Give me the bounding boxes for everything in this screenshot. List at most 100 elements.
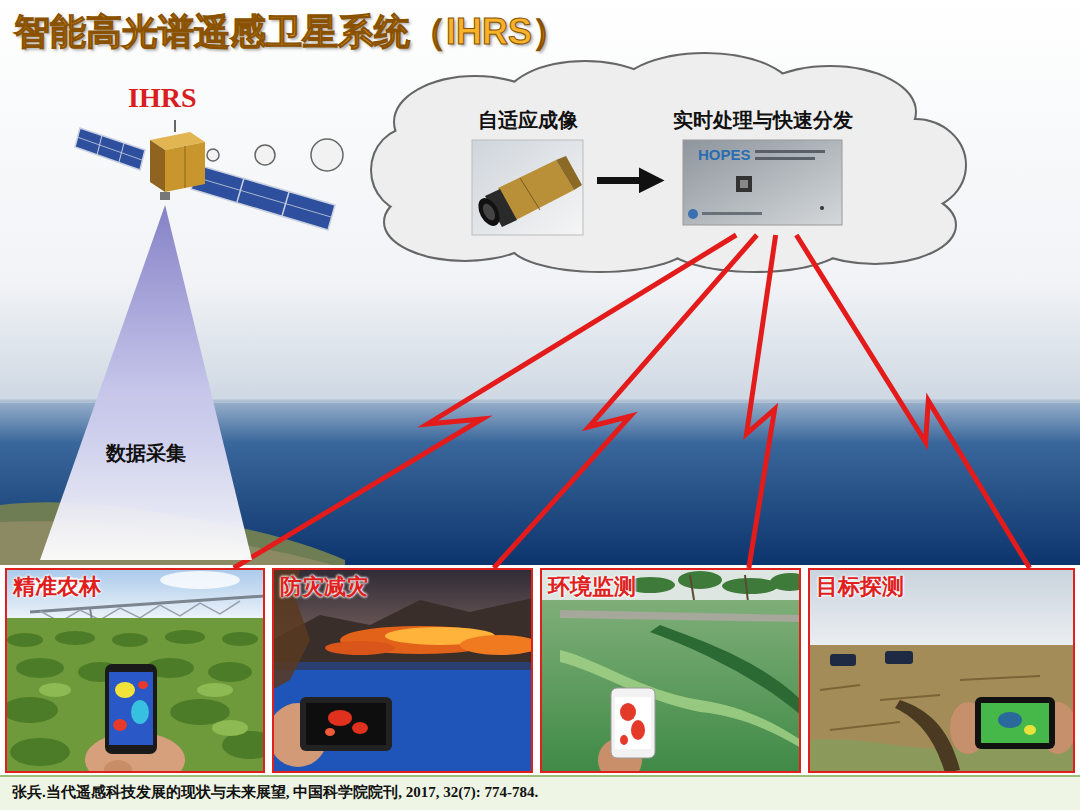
software-logo: HOPES [698, 146, 751, 163]
lightning-link [494, 235, 757, 568]
thought-bubbles [207, 149, 219, 161]
water-photo [540, 568, 801, 773]
farm-photo [5, 568, 265, 773]
cone-shape [40, 205, 252, 560]
box-heading: 实时处理与快速分发 [673, 108, 853, 132]
fire-photo [325, 728, 335, 736]
software-screenshot [683, 140, 842, 225]
grassland-photo [1024, 725, 1036, 735]
software-screenshot [755, 157, 815, 160]
farm-photo [5, 697, 58, 723]
thought-bubbles [255, 145, 275, 165]
software-screenshot [688, 209, 698, 219]
fire-photo [300, 697, 392, 751]
farm-photo [5, 630, 265, 766]
panel-heading: 精准农林 [13, 574, 101, 600]
fire-photo [460, 635, 533, 655]
fire-photo [328, 710, 352, 726]
grassland-photo [880, 695, 940, 700]
water-photo [615, 697, 651, 749]
flow-arrow [597, 177, 649, 184]
imager-photo [556, 156, 582, 190]
grassland-photo [885, 651, 913, 664]
caption-band [0, 775, 1080, 810]
farm-photo [10, 738, 70, 766]
caption-band [0, 775, 1080, 777]
water-photo [690, 575, 694, 600]
imager-photo [474, 195, 504, 230]
application-panel: 环境监测 [540, 568, 801, 773]
water-photo [620, 735, 628, 745]
fire-photo [272, 598, 533, 668]
farm-photo [16, 658, 64, 678]
farm-photo [39, 683, 71, 697]
satellite [75, 128, 145, 170]
imager-photo [472, 140, 583, 235]
box-heading: 自适应成像 [478, 108, 578, 132]
water-photo [722, 578, 778, 594]
farm-photo [105, 664, 157, 754]
farm-photo [212, 720, 248, 736]
farm-photo [197, 683, 233, 697]
grassland-photo [808, 568, 1075, 773]
fire-photo [272, 568, 533, 773]
lightning-link [747, 235, 776, 568]
application-panel: 目标探测 [808, 568, 1075, 773]
imager-photo [472, 140, 583, 235]
cone-shape [40, 205, 252, 560]
satellite [77, 137, 142, 160]
cloud [372, 128, 452, 212]
farm-photo [115, 682, 135, 698]
grassland-photo [981, 703, 1049, 743]
farm-photo [208, 662, 252, 682]
cloud [372, 54, 965, 271]
water-photo [620, 703, 636, 721]
water-photo [540, 600, 801, 773]
farm-photo [5, 568, 265, 620]
satellite [195, 177, 331, 217]
cloud [372, 128, 452, 212]
grassland-photo [960, 676, 1040, 680]
grassland-photo [998, 712, 1022, 728]
water-photo [631, 720, 645, 740]
grassland-photo [808, 645, 1075, 773]
satellite [191, 165, 335, 230]
water-photo [560, 610, 801, 622]
cloud [372, 54, 965, 271]
grassland-photo [820, 685, 860, 690]
thought-bubbles [311, 139, 343, 171]
farm-photo [131, 700, 149, 724]
satellite [160, 192, 170, 200]
water-photo [678, 571, 722, 589]
panel-heading: 防灾减灾 [280, 574, 368, 600]
software-screenshot [736, 176, 752, 192]
farm-photo [165, 630, 205, 644]
farm-photo [113, 719, 127, 731]
farm-photo [222, 632, 258, 646]
water-photo [625, 571, 801, 594]
collection-cone: 数据采集 [40, 205, 252, 560]
grassland-photo [830, 654, 856, 666]
imager-photo [520, 178, 540, 210]
water-photo [611, 688, 655, 758]
grassland-photo [808, 568, 1075, 648]
diagram-title: 智能高光谱遥感卫星系统（IHRS） [14, 8, 568, 57]
satellite [150, 140, 165, 192]
application-panel: 防灾减灾 [272, 568, 533, 773]
satellite [165, 142, 205, 192]
satellite [75, 120, 335, 230]
fire-photo [352, 722, 368, 734]
lightning-link [234, 235, 736, 568]
grassland-photo [830, 722, 900, 730]
panel-heading: 环境监测 [548, 574, 636, 600]
software-screenshot [702, 212, 762, 215]
satellite [174, 120, 176, 132]
cloud-box: 实时处理与快速分发 [669, 108, 857, 235]
cloud [372, 54, 965, 271]
farm-photo [138, 681, 148, 689]
fire-photo [306, 703, 386, 745]
farm-photo [112, 633, 148, 647]
grassland-photo [975, 697, 1055, 749]
